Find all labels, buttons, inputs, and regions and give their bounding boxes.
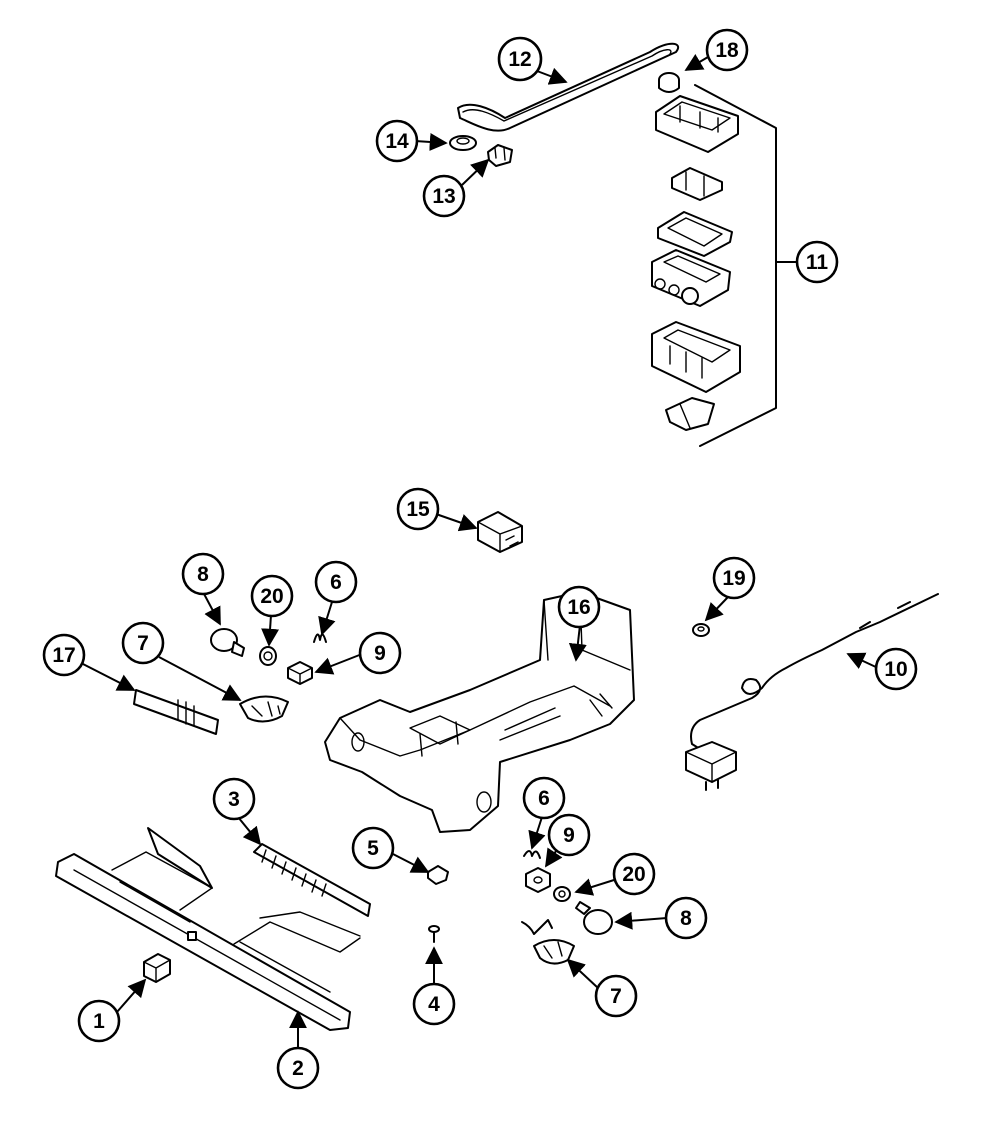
callout-17: 17 bbox=[42, 633, 86, 677]
svg-text:7: 7 bbox=[137, 632, 149, 655]
svg-text:12: 12 bbox=[508, 48, 531, 71]
svg-text:11: 11 bbox=[806, 251, 829, 274]
part-20-socket-lower bbox=[553, 886, 571, 902]
callout-14: 14 bbox=[375, 119, 419, 163]
svg-text:20: 20 bbox=[260, 585, 283, 608]
callout-15: 15 bbox=[396, 487, 440, 531]
part-14-grommet bbox=[449, 135, 477, 151]
svg-text:5: 5 bbox=[367, 837, 379, 860]
svg-text:16: 16 bbox=[567, 596, 590, 619]
part-2-frame bbox=[55, 827, 361, 1031]
svg-text:10: 10 bbox=[884, 658, 907, 681]
part-19-nut bbox=[692, 623, 710, 637]
callout-4: 4 bbox=[412, 982, 456, 1026]
callout-20-lower: 20 bbox=[612, 852, 656, 896]
svg-text:15: 15 bbox=[406, 498, 430, 521]
svg-text:14: 14 bbox=[385, 130, 409, 153]
part-12-seal-strip bbox=[457, 42, 679, 132]
part-4-screw bbox=[428, 925, 440, 943]
part-5-grommet bbox=[427, 865, 449, 885]
leader-lines bbox=[80, 54, 879, 1049]
callout-18: 18 bbox=[705, 28, 749, 72]
svg-text:6: 6 bbox=[538, 787, 550, 810]
svg-text:4: 4 bbox=[428, 993, 440, 1016]
svg-text:8: 8 bbox=[680, 907, 692, 930]
callout-8-lower: 8 bbox=[664, 896, 708, 940]
svg-text:18: 18 bbox=[715, 39, 739, 62]
part-16-base-housing bbox=[324, 591, 635, 833]
callout-2: 2 bbox=[276, 1046, 320, 1090]
svg-text:8: 8 bbox=[197, 563, 209, 586]
part-6-clip-upper bbox=[313, 633, 327, 643]
part-20-socket-upper bbox=[259, 646, 277, 666]
callout-10: 10 bbox=[874, 647, 918, 691]
part-18-knob bbox=[658, 72, 680, 93]
part-7-light-cover-upper bbox=[239, 695, 289, 723]
callout-5: 5 bbox=[351, 826, 395, 870]
svg-text:17: 17 bbox=[52, 644, 75, 667]
callout-1: 1 bbox=[77, 999, 121, 1043]
part-3-grille bbox=[253, 843, 371, 917]
svg-text:9: 9 bbox=[374, 642, 386, 665]
callout-6-upper: 6 bbox=[314, 560, 358, 604]
part-11-housing-assembly bbox=[651, 95, 741, 431]
callout-11: 11 bbox=[795, 240, 839, 284]
part-7-light-cover-lower bbox=[521, 919, 575, 965]
svg-text:19: 19 bbox=[722, 567, 745, 590]
callout-3: 3 bbox=[212, 777, 256, 821]
svg-text:9: 9 bbox=[563, 824, 575, 847]
callout-20-upper: 20 bbox=[250, 574, 294, 618]
part-10-thermostat bbox=[685, 593, 939, 791]
callout-7-lower: 7 bbox=[594, 974, 638, 1018]
part-9-switch-upper bbox=[287, 661, 313, 685]
svg-text:7: 7 bbox=[610, 985, 622, 1008]
group-bracket-11 bbox=[694, 84, 777, 447]
part-6-clip-lower bbox=[523, 850, 541, 859]
part-13-clip bbox=[487, 144, 513, 167]
svg-text:6: 6 bbox=[330, 571, 342, 594]
svg-text:2: 2 bbox=[292, 1057, 304, 1080]
part-8-light-bulb-lower bbox=[575, 901, 613, 935]
svg-text:13: 13 bbox=[432, 185, 455, 208]
callout-19: 19 bbox=[712, 556, 756, 600]
svg-text:3: 3 bbox=[228, 788, 240, 811]
callout-9-upper: 9 bbox=[358, 631, 402, 675]
callout-13: 13 bbox=[422, 174, 466, 218]
part-15-motor bbox=[477, 511, 523, 553]
part-17-slide-bar bbox=[133, 689, 219, 735]
part-8-light-bulb-upper bbox=[210, 628, 245, 657]
callout-6-lower: 6 bbox=[522, 776, 566, 820]
svg-text:20: 20 bbox=[622, 863, 645, 886]
callout-7-upper: 7 bbox=[121, 621, 165, 665]
part-9-switch-lower bbox=[525, 867, 551, 893]
callout-16: 16 bbox=[557, 585, 601, 629]
callout-8-upper: 8 bbox=[181, 552, 225, 596]
callout-9-lower: 9 bbox=[547, 813, 591, 857]
svg-text:1: 1 bbox=[93, 1010, 105, 1033]
callout-12: 12 bbox=[497, 36, 543, 82]
part-1-switch bbox=[143, 953, 171, 983]
